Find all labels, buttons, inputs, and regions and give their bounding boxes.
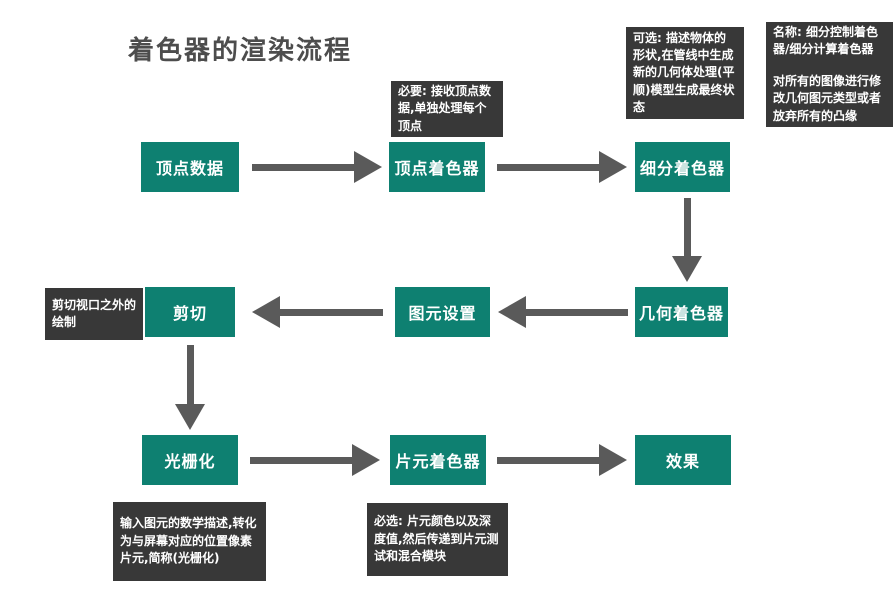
node-effect: 效果 bbox=[635, 435, 731, 485]
node-vertex-data: 顶点数据 bbox=[141, 142, 239, 192]
arrow-shaft bbox=[497, 456, 599, 464]
arrow-head bbox=[599, 444, 627, 476]
note-rasterization: 输入图元的数学描述,转化为与屏幕对应的位置像素片元,简称(光栅化) bbox=[113, 502, 266, 581]
note-fragment-shader: 必选: 片元颜色以及深度值,然后传递到片元测试和混合模块 bbox=[367, 503, 508, 576]
note-clipping: 剪切视口之外的绘制 bbox=[45, 288, 143, 340]
arrow-head bbox=[175, 404, 205, 430]
arrow-shaft bbox=[280, 308, 383, 316]
note-tessellation-names: 名称: 细分控制着色器/细分计算着色器 对所有的图像进行修改几何图元类型或者放弃… bbox=[766, 22, 893, 127]
arrow-head bbox=[498, 296, 526, 328]
note-tessellation-shader: 可选: 描述物体的形状,在管线中生成新的几何体处理(平顺)模型生成最终状态 bbox=[626, 27, 744, 119]
node-geometry-shader: 几何着色器 bbox=[635, 287, 728, 337]
node-clipping: 剪切 bbox=[145, 287, 235, 337]
note-vertex-shader: 必要: 接收顶点数据,单独处理每个顶点 bbox=[391, 81, 503, 137]
arrow-shaft bbox=[250, 456, 352, 464]
arrow-rasterization-to-fragment-shader bbox=[250, 444, 380, 476]
arrow-tessellation-shader-to-geometry-shader bbox=[672, 198, 702, 282]
arrow-shaft bbox=[186, 345, 194, 404]
arrow-shaft bbox=[497, 163, 599, 171]
arrow-clipping-to-rasterization bbox=[175, 345, 205, 430]
arrow-vertex-shader-to-tessellation-shader bbox=[497, 151, 627, 183]
node-primitive-setup: 图元设置 bbox=[395, 287, 490, 337]
node-vertex-shader: 顶点着色器 bbox=[389, 142, 485, 192]
node-fragment-shader: 片元着色器 bbox=[390, 435, 486, 485]
arrow-geometry-shader-to-primitive-setup bbox=[498, 296, 628, 328]
arrow-shaft bbox=[526, 308, 628, 316]
arrow-shaft bbox=[252, 163, 354, 171]
note-tessellation-names-line2: 对所有的图像进行修改几何图元类型或者放弃所有的凸缘 bbox=[773, 73, 882, 123]
arrow-primitive-setup-to-clipping bbox=[252, 296, 383, 328]
arrow-head bbox=[354, 151, 382, 183]
arrow-head bbox=[672, 256, 702, 282]
arrow-vertex-data-to-vertex-shader bbox=[252, 151, 382, 183]
diagram-title: 着色器的渲染流程 bbox=[128, 36, 353, 66]
node-rasterization: 光栅化 bbox=[142, 435, 238, 485]
arrow-fragment-shader-to-effect bbox=[497, 444, 627, 476]
arrow-head bbox=[252, 296, 280, 328]
note-tessellation-names-line1: 名称: 细分控制着色器/细分计算着色器 bbox=[773, 25, 878, 57]
node-tessellation-shader: 细分着色器 bbox=[635, 142, 730, 192]
arrow-head bbox=[599, 151, 627, 183]
arrow-shaft bbox=[683, 198, 691, 256]
arrow-head bbox=[352, 444, 380, 476]
